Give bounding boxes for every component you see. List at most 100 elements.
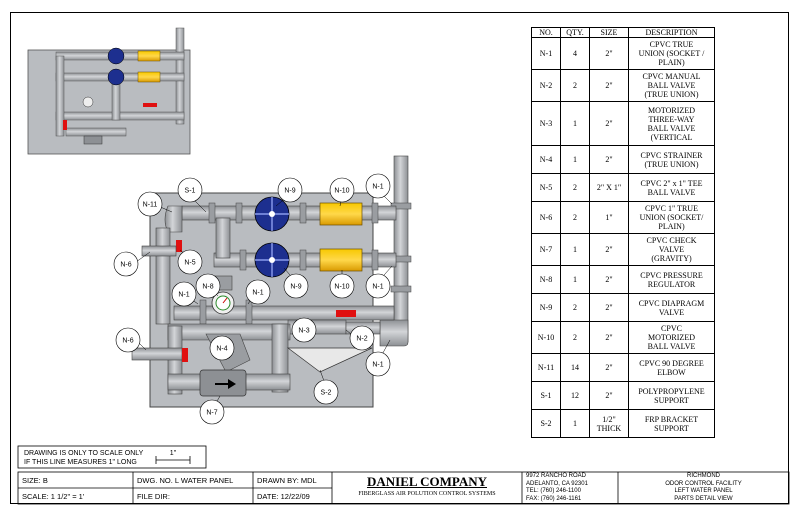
- callout-n7: [199, 399, 225, 425]
- callout-s2: [313, 379, 339, 405]
- callout-n1-mid: [365, 273, 391, 299]
- project-line: ODOR CONTROL FACILITY: [665, 480, 742, 487]
- bom-cell-size: 2": [589, 101, 629, 146]
- description-line: VALVE: [658, 307, 685, 317]
- drawing-date: DATE: 12/22/09: [257, 492, 310, 501]
- bom-cell-no: N-5: [531, 173, 561, 202]
- thumbnail-actuator-top: [137, 50, 161, 62]
- bom-cell-size: 2": [589, 381, 629, 410]
- description-line: BALL VALVE: [647, 123, 696, 133]
- bom-cell-qty: 1: [560, 233, 590, 266]
- callout-n3: [291, 317, 317, 343]
- callout-n9-top: [277, 177, 303, 203]
- bom-cell-no: N-4: [531, 145, 561, 174]
- bom-cell-size: 2": [589, 321, 629, 354]
- callout-label: S-2: [321, 390, 332, 397]
- bom-cell-no: N-11: [531, 353, 561, 382]
- thumbnail-view: [27, 27, 191, 155]
- description-line: REGULATOR: [647, 279, 696, 289]
- phone-number: TEL: (760) 246-1100: [526, 488, 581, 494]
- callout-labels: N-11 S-1 N-9 N-10 N-1 N-6 N-5 N-9 N-10 N…: [120, 184, 383, 417]
- thumbnail-bottom-pipe: [65, 127, 127, 137]
- callout-n6-upper: [113, 251, 139, 277]
- description-line: CPVC PRESSURE: [640, 270, 703, 280]
- description-line: BALL VALVE: [647, 342, 696, 351]
- description-line: FRP BRACKET: [644, 414, 699, 424]
- bom-cell-no: N-7: [531, 233, 561, 266]
- elbow-top-left: [164, 205, 183, 233]
- description-line: THREE-WAY: [648, 114, 695, 124]
- bom-cell-size: 2": [589, 145, 629, 174]
- bom-cell-size: 1": [589, 201, 629, 234]
- callout-label: N-9: [284, 188, 295, 195]
- callout-n8: [195, 273, 221, 299]
- riser-pipe: [393, 155, 409, 343]
- callout-label: N-1: [178, 292, 189, 299]
- bom-cell-description: CPVC STRAINER(TRUE UNION): [628, 145, 715, 174]
- callout-label: S-1: [185, 188, 196, 195]
- project-title: RICHMOND ODOR CONTROL FACILITY LEFT WATE…: [618, 473, 789, 503]
- description-line: (TRUE UNION): [644, 90, 699, 99]
- bom-cell-size: 2": [589, 293, 629, 322]
- middle-connector-riser: [215, 217, 231, 259]
- bom-cell-no: N-8: [531, 265, 561, 294]
- bom-cell-no: N-1: [531, 37, 561, 70]
- address-line: ADELANTO, CA 92301: [526, 480, 588, 487]
- company-name: DANIEL COMPANY: [366, 474, 487, 489]
- bom-cell-qty: 12: [560, 381, 590, 410]
- bom-cell-no: S-2: [531, 409, 561, 438]
- callout-label: N-8: [202, 284, 213, 291]
- callout-n1-left: [171, 281, 197, 307]
- callout-n9-bottom: [283, 273, 309, 299]
- manual-ball-valve-handle: [336, 310, 356, 317]
- project-line: PARTS DETAIL VIEW: [674, 495, 733, 502]
- bom-header-no: NO.: [531, 27, 561, 38]
- description-line: (VERTICAL: [650, 132, 693, 142]
- bom-cell-no: N-6: [531, 201, 561, 234]
- callout-n10-top: [329, 177, 355, 203]
- thumbnail-panel: [27, 49, 191, 155]
- sheet-scale: SCALE: 1 1/2" = 1': [22, 492, 85, 501]
- left-riser-pipe: [155, 227, 171, 325]
- bom-cell-no: N-9: [531, 293, 561, 322]
- description-line: (TRUE UNION): [644, 159, 699, 169]
- callout-label: N-5: [184, 260, 195, 267]
- description-line: CPVC STRAINER: [640, 150, 703, 160]
- thumbnail-check-valve: [83, 135, 103, 145]
- description-line: ELBOW: [657, 367, 686, 377]
- bom-cell-qty: 4: [560, 37, 590, 70]
- bom-cell-no: N-10: [531, 321, 561, 354]
- bom-cell-size: 2": [589, 265, 629, 294]
- scale-note-line1: DRAWING IS ONLY TO SCALE ONLY: [24, 450, 144, 457]
- bom-cell-size: 2": [589, 37, 629, 70]
- thumbnail-gauge: [82, 96, 94, 108]
- drawn-by: DRAWN BY: MDL: [257, 476, 317, 485]
- thumbnail-left-riser: [55, 55, 65, 137]
- callout-n11: [137, 191, 163, 217]
- thumbnail-diaphragm-valve-top: [107, 47, 125, 65]
- bom-cell-size: 2": [589, 233, 629, 266]
- description-line: SUPPORT: [654, 395, 689, 405]
- callout-label: N-7: [206, 410, 217, 417]
- callout-n6-lower: [115, 327, 141, 353]
- callout-s1: [177, 177, 203, 203]
- bom-header-size: SIZE: [589, 27, 629, 38]
- callout-label: N-1: [372, 284, 383, 291]
- title-block-grid: [17, 471, 790, 505]
- callout-label: N-10: [334, 188, 349, 195]
- description-line: POLYPROPYLENE: [638, 386, 705, 396]
- flow-arrow-icon: [215, 379, 236, 389]
